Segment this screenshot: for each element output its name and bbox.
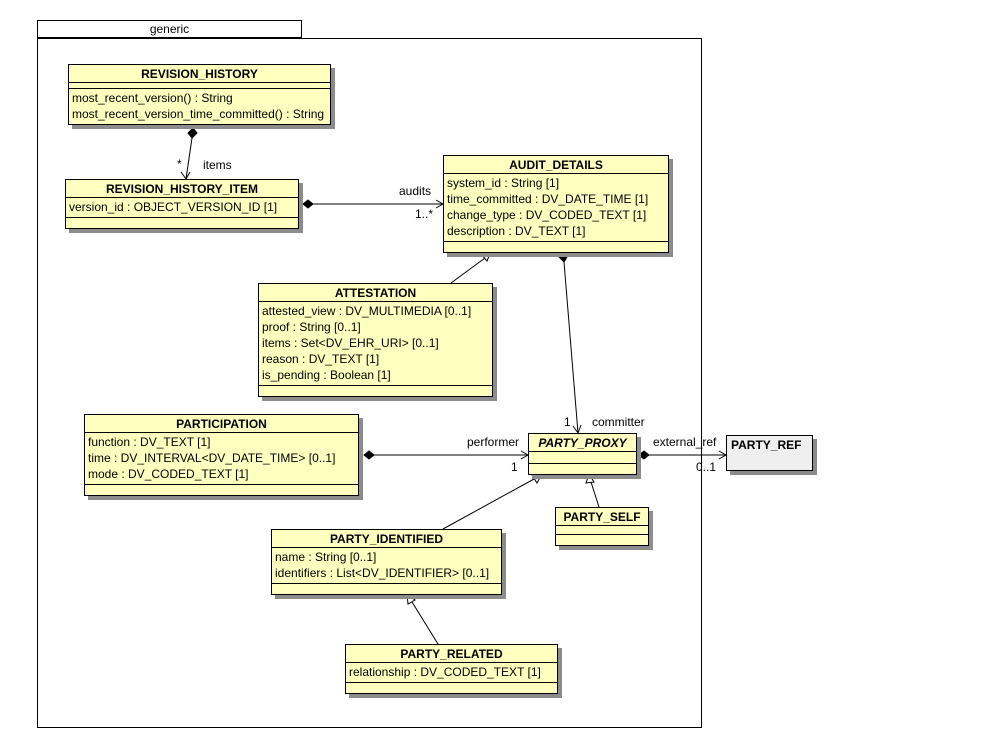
class-party-related[interactable]: PARTY_RELATED relationship : DV_CODED_TE… (345, 644, 558, 694)
operations-compartment (272, 584, 501, 594)
attribute: is_pending : Boolean [1] (262, 368, 391, 382)
class-name: REVISION_HISTORY_ITEM (66, 180, 298, 198)
operation: most_recent_version_time_committed() : S… (72, 107, 325, 121)
attribute: function : DV_TEXT [1] (88, 435, 211, 449)
performer-multiplicity: 1 (511, 460, 518, 474)
class-party-proxy[interactable]: PARTY_PROXY (528, 433, 637, 475)
audits-composition-diamond (302, 199, 314, 209)
party-related-generalization-line (411, 601, 439, 645)
attribute: identifiers : List<DV_IDENTIFIER> [0..1] (275, 566, 490, 580)
operations-compartment (444, 242, 668, 252)
attributes-compartment (556, 526, 648, 535)
package-frame (37, 38, 702, 728)
attributes-compartment (69, 83, 330, 89)
external-ref-multiplicity: 0..1 (696, 460, 717, 474)
committer-association-line (563, 261, 579, 434)
attribute: system_id : String [1] (447, 176, 560, 190)
party-identified-generalization-triangle (531, 473, 543, 484)
items-role: items (203, 158, 232, 172)
audits-role: audits (399, 184, 432, 198)
operations-compartment (66, 218, 298, 228)
external-ref-role: external_ref (653, 435, 717, 449)
attribute: attested_view : DV_MULTIMEDIA [0..1] (262, 304, 472, 318)
party-self-generalization-triangle (585, 472, 595, 484)
class-party-identified[interactable]: PARTY_IDENTIFIED name : String [0..1] id… (271, 529, 502, 595)
attributes-compartment: function : DV_TEXT [1] time : DV_INTERVA… (85, 433, 358, 485)
package-tab: generic (37, 20, 302, 38)
class-party-self[interactable]: PARTY_SELF (555, 507, 649, 546)
attribute: version_id : OBJECT_VERSION_ID [1] (69, 200, 278, 214)
external-ref-composition-diamond (638, 450, 650, 460)
operations-compartment (85, 485, 358, 495)
class-audit-details[interactable]: AUDIT_DETAILS system_id : String [1] tim… (443, 155, 669, 253)
committer-composition-diamond (558, 251, 568, 263)
attribute: reason : DV_TEXT [1] (262, 352, 380, 366)
attributes-compartment: name : String [0..1] identifiers : List<… (272, 548, 501, 584)
items-association-line (185, 137, 193, 180)
operations-compartment (529, 464, 636, 474)
committer-multiplicity: 1 (564, 415, 571, 429)
class-name: AUDIT_DETAILS (444, 156, 668, 174)
committer-role: committer (592, 415, 645, 429)
attribute: proof : String [0..1] (262, 320, 361, 334)
attribute: mode : DV_CODED_TEXT [1] (88, 467, 249, 481)
items-composition-diamond (187, 127, 198, 139)
attribute: description : DV_TEXT [1] (447, 224, 586, 238)
operation: most_recent_version() : String (72, 91, 233, 105)
class-name: ATTESTATION (259, 284, 492, 302)
party-related-generalization-triangle (406, 592, 416, 605)
operations-compartment (346, 683, 557, 693)
attributes-compartment (529, 452, 636, 464)
party-self-generalization-line (590, 481, 600, 508)
class-name: PARTY_PROXY (529, 434, 636, 452)
attributes-compartment: attested_view : DV_MULTIMEDIA [0..1] pro… (259, 302, 492, 386)
audits-multiplicity: 1..* (415, 207, 434, 221)
package-name: generic (149, 22, 190, 36)
class-name: PARTY_RELATED (346, 645, 557, 663)
class-revision-history-item[interactable]: REVISION_HISTORY_ITEM version_id : OBJEC… (65, 179, 299, 229)
operations-compartment (556, 535, 648, 545)
party-identified-generalization-line (442, 478, 535, 530)
attribute: time : DV_INTERVAL<DV_DATE_TIME> [0..1] (88, 451, 336, 465)
attribute: items : Set<DV_EHR_URI> [0..1] (262, 336, 439, 350)
operations-compartment (259, 386, 492, 396)
items-arrowhead (180, 171, 191, 180)
attribute: change_type : DV_CODED_TEXT [1] (447, 208, 647, 222)
performer-composition-diamond (363, 450, 375, 460)
class-name: PARTY_IDENTIFIED (272, 530, 501, 548)
class-name: REVISION_HISTORY (69, 65, 330, 83)
class-name: PARTICIPATION (85, 415, 358, 433)
class-attestation[interactable]: ATTESTATION attested_view : DV_MULTIMEDI… (258, 283, 493, 397)
class-party-ref[interactable]: PARTY_REF (726, 435, 813, 471)
class-name: PARTY_SELF (556, 508, 648, 526)
attributes-compartment: version_id : OBJECT_VERSION_ID [1] (66, 198, 298, 218)
performer-role: performer (467, 435, 520, 449)
attributes-compartment: relationship : DV_CODED_TEXT [1] (346, 663, 557, 683)
class-name: PARTY_REF (731, 438, 802, 452)
operations-compartment: most_recent_version() : String most_rece… (69, 89, 330, 124)
class-participation[interactable]: PARTICIPATION function : DV_TEXT [1] tim… (84, 414, 359, 496)
attributes-compartment: system_id : String [1] time_committed : … (444, 174, 668, 242)
class-revision-history[interactable]: REVISION_HISTORY most_recent_version() :… (68, 64, 331, 125)
items-multiplicity: * (177, 157, 182, 171)
attribute: name : String [0..1] (275, 550, 377, 564)
attribute: relationship : DV_CODED_TEXT [1] (349, 665, 541, 679)
attestation-generalization-line (450, 257, 486, 284)
attribute: time_committed : DV_DATE_TIME [1] (447, 192, 649, 206)
